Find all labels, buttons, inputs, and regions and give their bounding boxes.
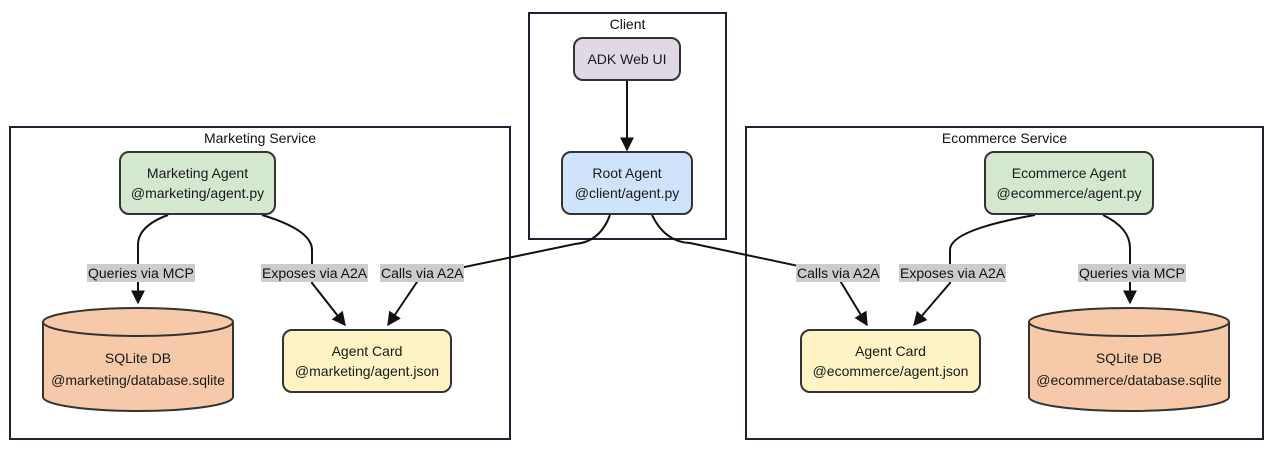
marketing-service-title: Marketing Service (203, 130, 317, 146)
ecommerce-database-node: SQLite DB @ecommerce/database.sqlite (1029, 336, 1229, 401)
edge-label-marketing-queries: Queries via MCP (87, 264, 195, 282)
root-agent-name: Root Agent (592, 165, 662, 181)
marketing-agent-path: @marketing/agent.py (130, 185, 265, 201)
edge-label-root-calls-ecommerce: Calls via A2A (796, 264, 881, 282)
edge-label-root-calls-marketing: Calls via A2A (380, 264, 465, 282)
marketing-agent-node: Marketing Agent @marketing/agent.py (119, 151, 276, 215)
marketing-card-name: Agent Card (331, 343, 403, 359)
edge-label-ecommerce-exposes: Exposes via A2A (899, 264, 1007, 282)
ecommerce-agent-card-node: Agent Card @ecommerce/agent.json (800, 329, 981, 393)
marketing-agent-card-node: Agent Card @marketing/agent.json (282, 329, 452, 393)
edge-marketing-exposes (261, 214, 346, 327)
ecommerce-agent-path: @ecommerce/agent.py (996, 185, 1142, 201)
root-agent-node: Root Agent @client/agent.py (561, 151, 693, 215)
adk-web-ui-node: ADK Web UI (573, 37, 681, 81)
edge-root-calls-marketing (387, 214, 611, 327)
adk-web-ui-label: ADK Web UI (587, 51, 667, 67)
ecommerce-agent-name: Ecommerce Agent (1011, 165, 1127, 181)
marketing-db-name: SQLite DB (104, 349, 172, 366)
marketing-agent-name: Marketing Agent (146, 165, 249, 181)
edge-ecommerce-exposes (913, 214, 1036, 327)
ecommerce-db-path: @ecommerce/database.sqlite (1036, 371, 1222, 388)
ecommerce-card-path: @ecommerce/agent.json (812, 363, 969, 379)
client-cluster-title: Client (609, 16, 646, 32)
marketing-db-path: @marketing/database.sqlite (51, 371, 225, 388)
ecommerce-card-name: Agent Card (855, 343, 926, 359)
edge-root-calls-ecommerce (651, 214, 868, 327)
ecommerce-service-title: Ecommerce Service (941, 130, 1068, 146)
ecommerce-db-name: SQLite DB (1095, 349, 1163, 366)
edge-marketing-queries (131, 214, 169, 305)
ecommerce-database-cylinder (1028, 307, 1230, 412)
marketing-card-path: @marketing/agent.json (294, 363, 440, 379)
edge-label-marketing-exposes: Exposes via A2A (261, 264, 369, 282)
marketing-database-node: SQLite DB @marketing/database.sqlite (43, 336, 233, 401)
marketing-database-cylinder (42, 307, 234, 412)
edge-ecommerce-queries (1102, 214, 1137, 305)
ecommerce-agent-node: Ecommerce Agent @ecommerce/agent.py (984, 151, 1154, 215)
edge-label-ecommerce-queries: Queries via MCP (1078, 264, 1186, 282)
root-agent-path: @client/agent.py (574, 185, 680, 201)
